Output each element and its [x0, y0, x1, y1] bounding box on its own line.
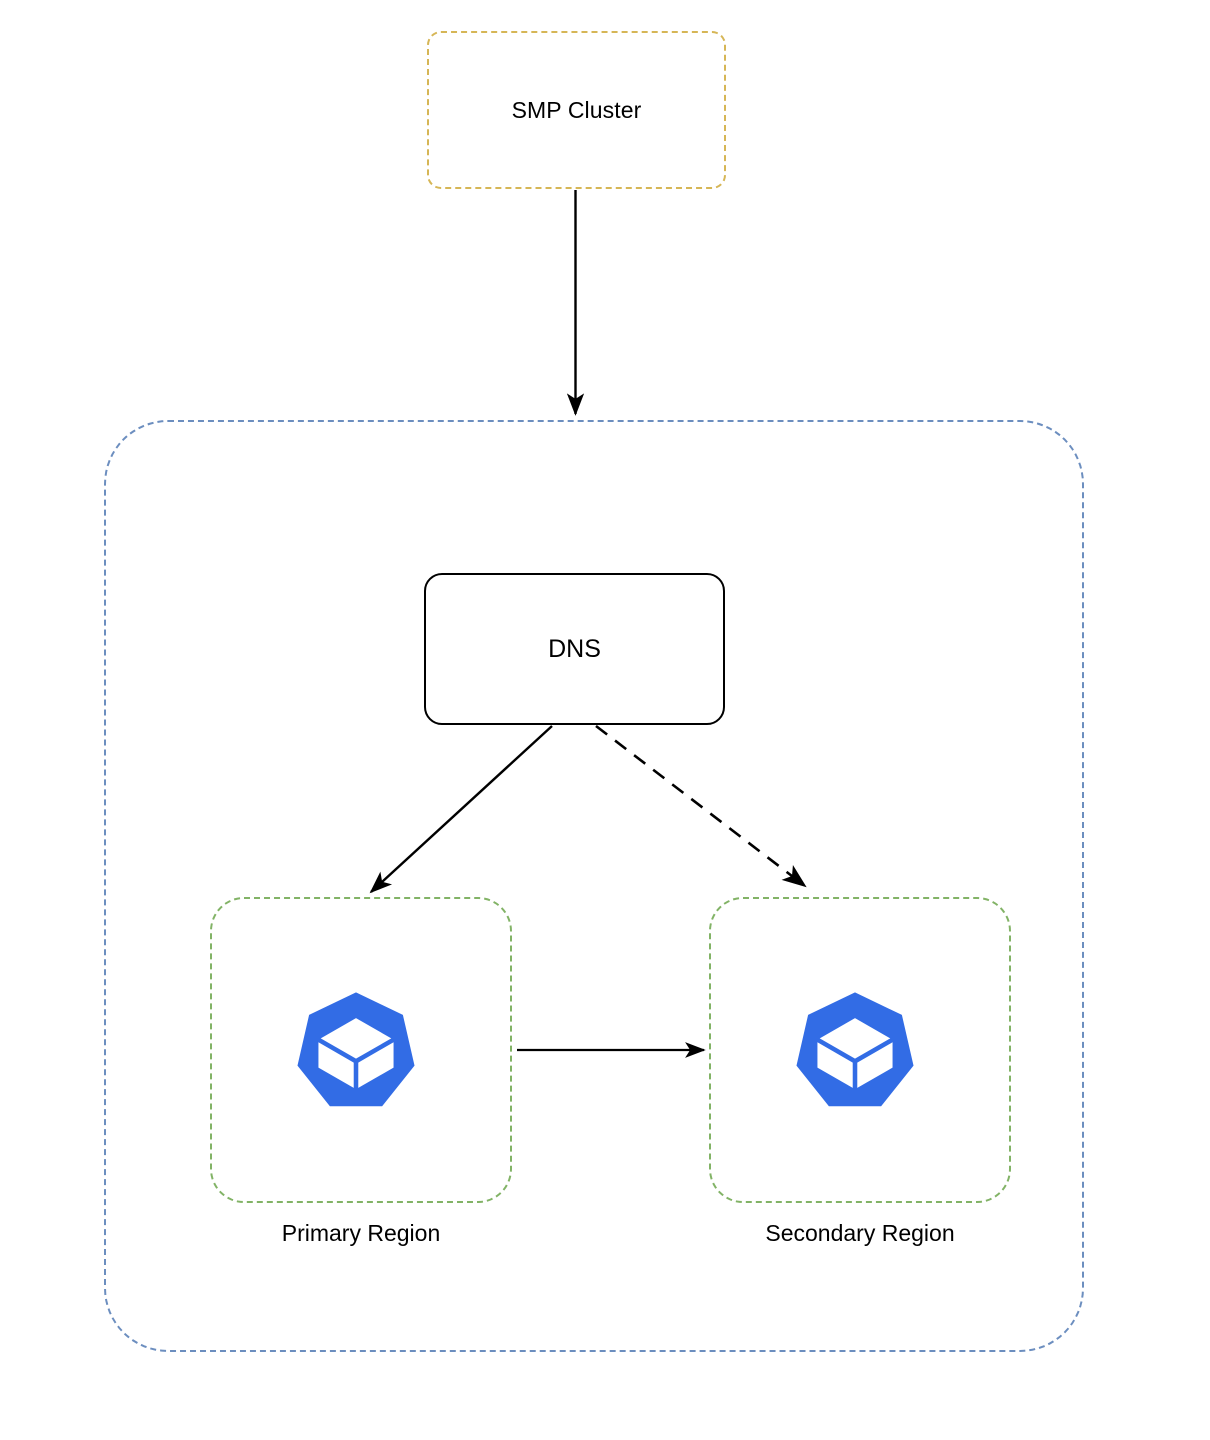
primary-region-box[interactable] — [210, 897, 512, 1203]
secondary-region-box[interactable] — [709, 897, 1011, 1203]
smp-cluster-label: SMP Cluster — [511, 96, 642, 123]
cloud-container-node[interactable] — [104, 420, 1084, 1352]
kubernetes-icon — [796, 992, 914, 1107]
dns-label: DNS — [548, 634, 601, 663]
secondary-region-label: Secondary Region — [765, 1220, 955, 1246]
dns-node[interactable]: DNS — [424, 573, 725, 725]
primary-region-label: Primary Region — [281, 1220, 441, 1246]
smp-cluster-node[interactable]: SMP Cluster — [427, 31, 726, 189]
kubernetes-icon — [297, 992, 415, 1107]
